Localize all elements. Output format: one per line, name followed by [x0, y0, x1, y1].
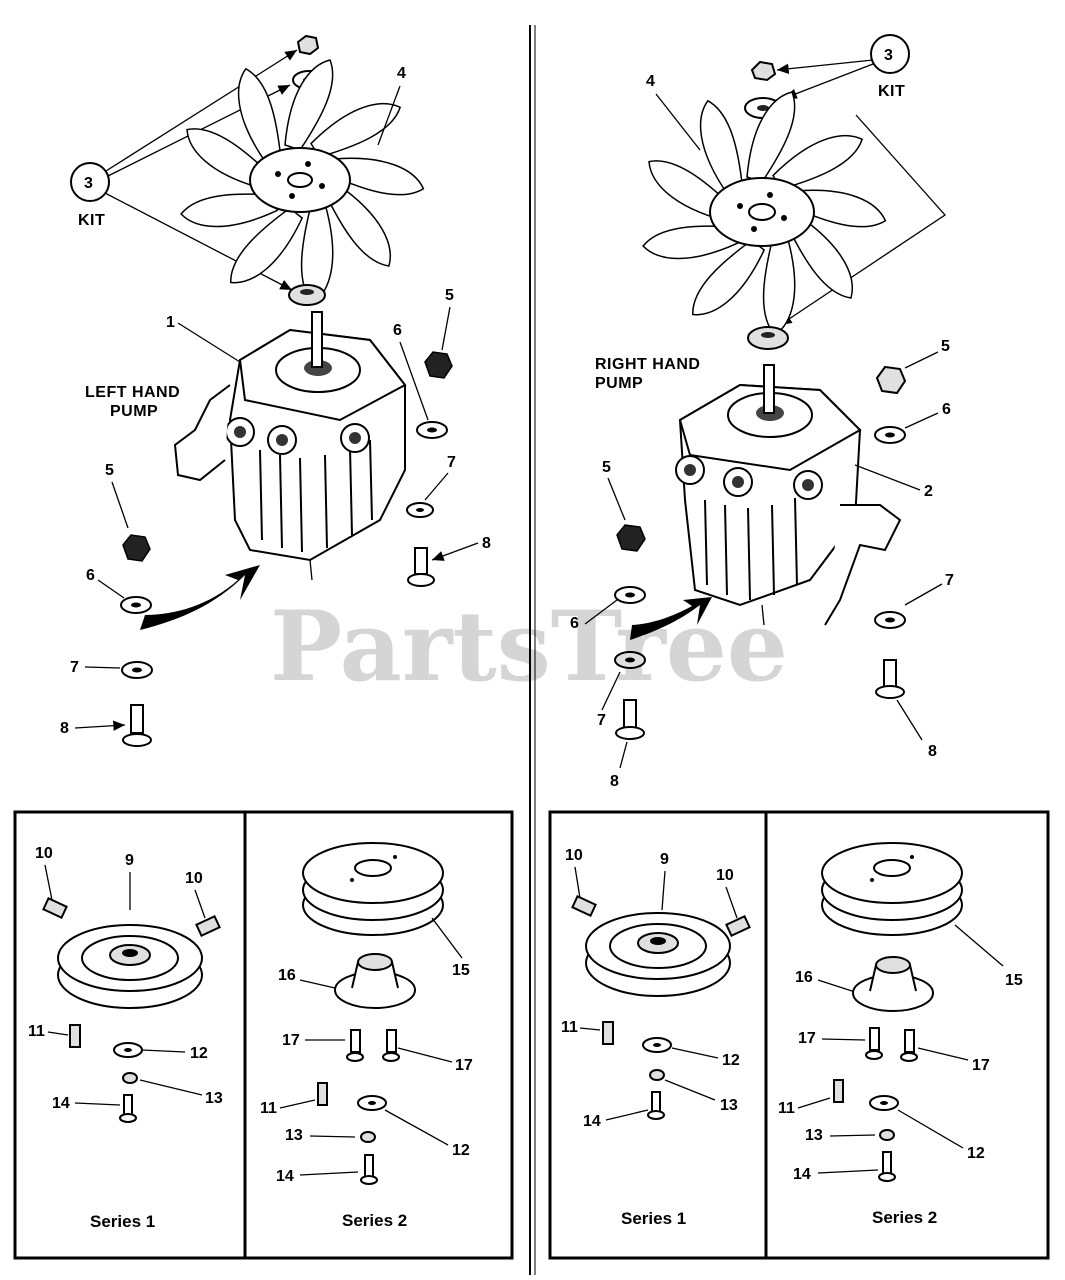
series-box-right [548, 810, 1050, 1260]
svg-text:14: 14 [276, 1168, 294, 1185]
svg-text:13: 13 [205, 1090, 223, 1107]
svg-text:14: 14 [52, 1095, 70, 1112]
svg-text:4: 4 [646, 73, 655, 90]
svg-text:Series 2: Series 2 [342, 1211, 407, 1230]
svg-text:17: 17 [972, 1057, 990, 1074]
svg-text:13: 13 [720, 1097, 738, 1114]
svg-text:10: 10 [185, 870, 203, 887]
fan-left: 4 [178, 59, 425, 305]
svg-text:10: 10 [565, 847, 583, 864]
svg-text:1: 1 [166, 314, 175, 331]
svg-text:16: 16 [795, 969, 813, 986]
svg-text:11: 11 [260, 1100, 277, 1117]
pump-right: RIGHT HAND PUMP 2 [595, 356, 933, 626]
svg-text:9: 9 [125, 852, 134, 869]
svg-text:6: 6 [393, 322, 402, 339]
svg-text:6: 6 [86, 567, 95, 584]
svg-text:8: 8 [928, 743, 937, 760]
svg-text:Series 1: Series 1 [90, 1212, 155, 1231]
svg-text:14: 14 [583, 1113, 601, 1130]
svg-text:14: 14 [793, 1166, 811, 1183]
svg-text:11: 11 [778, 1100, 795, 1117]
svg-text:Series 2: Series 2 [872, 1208, 937, 1227]
svg-text:8: 8 [60, 720, 69, 737]
watermark: PartsTree [270, 590, 788, 703]
svg-text:15: 15 [452, 962, 470, 979]
svg-text:2: 2 [924, 483, 933, 500]
svg-text:PUMP: PUMP [595, 375, 643, 392]
series1-right: 10 9 10 11 12 13 14 Series 1 [561, 847, 751, 1228]
assembly-arrow-right [630, 597, 712, 640]
svg-text:16: 16 [278, 967, 296, 984]
svg-text:PUMP: PUMP [110, 403, 158, 420]
hardware-left-right: 5 6 7 8 [393, 287, 491, 587]
svg-text:12: 12 [452, 1142, 470, 1159]
hardware-right-right: 5 6 7 8 [874, 338, 954, 760]
svg-text:5: 5 [445, 287, 454, 304]
pump-left: 1 LEFT HAND PUMP [85, 311, 407, 581]
svg-text:4: 4 [397, 65, 406, 82]
series-box-left [13, 810, 514, 1260]
svg-text:Series 1: Series 1 [621, 1209, 686, 1228]
svg-text:11: 11 [561, 1019, 578, 1036]
svg-text:7: 7 [945, 572, 954, 589]
svg-text:15: 15 [1005, 972, 1023, 989]
svg-text:10: 10 [716, 867, 734, 884]
svg-text:3: 3 [84, 175, 93, 192]
svg-text:LEFT HAND: LEFT HAND [85, 384, 180, 401]
series1-left: 10 9 10 11 12 13 14 Series 1 [28, 845, 223, 1231]
svg-text:7: 7 [70, 659, 79, 676]
svg-text:11: 11 [28, 1023, 45, 1040]
svg-text:5: 5 [602, 459, 611, 476]
fan-right: 4 [640, 73, 887, 337]
hardware-left-left: 5 6 7 8 [60, 462, 153, 747]
svg-text:17: 17 [455, 1057, 473, 1074]
svg-text:KIT: KIT [78, 212, 105, 229]
series2-left: 15 16 17 17 11 12 13 14 Series 2 [260, 842, 473, 1230]
svg-text:9: 9 [660, 851, 669, 868]
svg-text:13: 13 [805, 1127, 823, 1144]
svg-text:13: 13 [285, 1127, 303, 1144]
svg-text:6: 6 [942, 401, 951, 418]
svg-text:5: 5 [941, 338, 950, 355]
svg-text:RIGHT HAND: RIGHT HAND [595, 356, 700, 373]
svg-text:10: 10 [35, 845, 53, 862]
hardware-right-left: 5 6 7 8 [570, 459, 646, 790]
svg-text:17: 17 [282, 1032, 300, 1049]
svg-text:12: 12 [967, 1145, 985, 1162]
svg-text:12: 12 [722, 1052, 740, 1069]
svg-text:8: 8 [482, 535, 491, 552]
svg-text:8: 8 [610, 773, 619, 790]
series2-right: 15 16 17 17 11 12 13 14 Series 2 [778, 842, 1023, 1227]
svg-text:6: 6 [570, 615, 579, 632]
svg-text:3: 3 [884, 47, 893, 64]
assembly-arrow-left [140, 565, 260, 630]
svg-text:7: 7 [597, 712, 606, 729]
svg-text:5: 5 [105, 462, 114, 479]
svg-text:KIT: KIT [878, 83, 905, 100]
svg-text:12: 12 [190, 1045, 208, 1062]
svg-text:17: 17 [798, 1030, 816, 1047]
svg-text:7: 7 [447, 454, 456, 471]
